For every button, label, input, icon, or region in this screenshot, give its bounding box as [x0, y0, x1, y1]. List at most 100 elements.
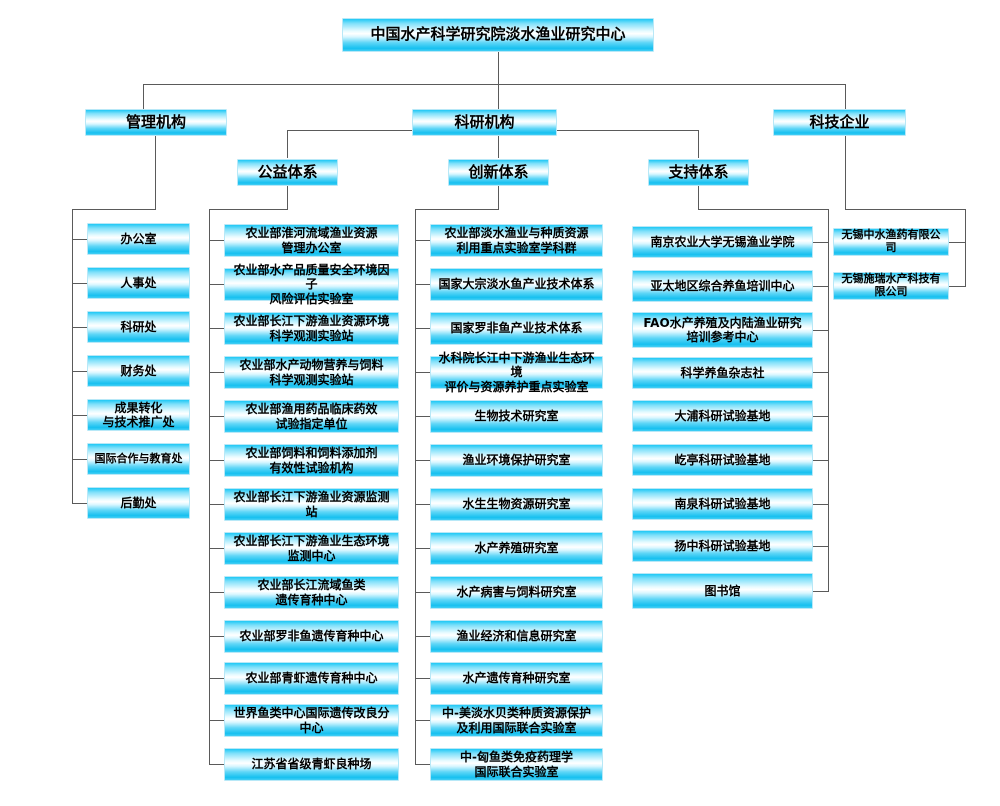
leaf-public-welfare-6[interactable]: 农业部长江下游渔业资源监测站: [224, 488, 399, 521]
leaf-public-welfare-7[interactable]: 农业部长江下游渔业生态环境 监测中心: [224, 532, 399, 565]
leaf-support-1[interactable]: 亚太地区综合养鱼培训中心: [632, 270, 813, 302]
stub-innovation-2: [415, 328, 430, 329]
stub-support-1: [813, 286, 829, 287]
leaf-label: 科研处: [120, 319, 157, 334]
leaf-label: 水产遗传育种研究室: [462, 671, 571, 686]
leaf-label: 人事处: [120, 275, 157, 290]
node-root[interactable]: 中国水产科学研究院淡水渔业研究中心: [342, 18, 654, 52]
leaf-innovation-12[interactable]: 中-匈鱼类免疫药理学 国际联合实验室: [430, 748, 603, 781]
leaf-innovation-0[interactable]: 农业部淡水渔业与种质资源 利用重点实验室学科群: [430, 224, 603, 257]
leaf-support-7[interactable]: 扬中科研试验基地: [632, 530, 813, 562]
leaf-support-5[interactable]: 屹亭科研试验基地: [632, 444, 813, 476]
leaf-label: 农业部饲料和饲料添加剂 有效性试验机构: [245, 446, 378, 475]
leaf-support-2[interactable]: FAO水产养殖及内陆渔业研究 培训参考中心: [632, 312, 813, 348]
leaf-label: 屹亭科研试验基地: [674, 452, 771, 467]
leaf-innovation-7[interactable]: 水产养殖研究室: [430, 532, 603, 565]
leaf-innovation-3[interactable]: 水科院长江中下游渔业生态环境 评价与资源养护重点实验室: [430, 351, 603, 394]
node-research[interactable]: 科研机构: [412, 109, 557, 136]
stub-management-2: [72, 327, 87, 328]
leaf-label: 农业部长江下游渔业生态环境 监测中心: [233, 534, 390, 563]
leaf-public-welfare-3[interactable]: 农业部水产动物营养与饲料 科学观测实验站: [224, 356, 399, 389]
leaf-label: 科学养鱼杂志社: [680, 365, 765, 380]
leaf-innovation-4[interactable]: 生物技术研究室: [430, 400, 603, 433]
leaf-label: 中-美淡水贝类种质资源保护 及利用国际联合实验室: [442, 706, 591, 735]
leaf-management-5[interactable]: 国际合作与教育处: [87, 443, 190, 475]
leaf-innovation-1[interactable]: 国家大宗淡水鱼产业技术体系: [430, 268, 603, 301]
leaf-management-2[interactable]: 科研处: [87, 311, 190, 343]
leaf-support-4[interactable]: 大浦科研试验基地: [632, 400, 813, 432]
leaf-support-3[interactable]: 科学养鱼杂志社: [632, 357, 813, 389]
leaf-innovation-6[interactable]: 水生生物资源研究室: [430, 488, 603, 521]
leaf-innovation-11[interactable]: 中-美淡水贝类种质资源保护 及利用国际联合实验室: [430, 704, 603, 737]
connector-innovation-elbow: [415, 209, 499, 210]
stub-innovation-3: [415, 372, 430, 373]
leaf-label: 中-匈鱼类免疫药理学 国际联合实验室: [460, 750, 573, 779]
node-innovation-label: 创新体系: [468, 162, 529, 181]
leaf-enterprise-0[interactable]: 无锡中水渔药有限公司: [833, 228, 949, 256]
leaf-innovation-2[interactable]: 国家罗非鱼产业技术体系: [430, 312, 603, 345]
spine-innovation: [415, 209, 416, 764]
stub-innovation-6: [415, 504, 430, 505]
spine-public-welfare: [209, 209, 210, 764]
node-public-welfare[interactable]: 公益体系: [237, 159, 338, 186]
leaf-label: 水产病害与饲料研究室: [456, 585, 577, 600]
leaf-label: 后勤处: [120, 495, 157, 510]
leaf-label: 国家罗非鱼产业技术体系: [450, 321, 583, 336]
leaf-support-6[interactable]: 南泉科研试验基地: [632, 488, 813, 520]
leaf-management-1[interactable]: 人事处: [87, 267, 190, 299]
stub-public-welfare-9: [209, 636, 224, 637]
leaf-management-3[interactable]: 财务处: [87, 355, 190, 387]
leaf-support-0[interactable]: 南京农业大学无锡渔业学院: [632, 226, 813, 258]
stub-innovation-4: [415, 416, 430, 417]
connector-drop-support: [698, 130, 699, 158]
leaf-innovation-5[interactable]: 渔业环境保护研究室: [430, 444, 603, 477]
connector-root-stem: [498, 52, 499, 84]
leaf-support-8[interactable]: 图书馆: [632, 573, 813, 609]
leaf-management-0[interactable]: 办公室: [87, 223, 190, 255]
node-support[interactable]: 支持体系: [648, 159, 749, 186]
leaf-innovation-8[interactable]: 水产病害与饲料研究室: [430, 576, 603, 609]
connector-level1-bus: [143, 84, 845, 85]
leaf-public-welfare-5[interactable]: 农业部饲料和饲料添加剂 有效性试验机构: [224, 444, 399, 477]
leaf-public-welfare-12[interactable]: 江苏省省级青虾良种场: [224, 748, 399, 781]
node-management[interactable]: 管理机构: [85, 109, 227, 136]
stub-management-0: [72, 239, 87, 240]
connector-drop-enterprise: [845, 84, 846, 109]
spine-management: [72, 209, 73, 504]
stub-support-0: [813, 242, 829, 243]
connector-enterprise-elbow: [845, 209, 965, 210]
leaf-public-welfare-2[interactable]: 农业部长江下游渔业资源环境 科学观测实验站: [224, 312, 399, 345]
node-enterprise[interactable]: 科技企业: [773, 109, 906, 136]
node-root-label: 中国水产科学研究院淡水渔业研究中心: [370, 25, 626, 44]
leaf-public-welfare-0[interactable]: 农业部淮河流域渔业资源 管理办公室: [224, 224, 399, 257]
leaf-label: 办公室: [120, 231, 157, 246]
leaf-label: 大浦科研试验基地: [674, 408, 771, 423]
leaf-public-welfare-8[interactable]: 农业部长江流域鱼类 遗传育种中心: [224, 576, 399, 609]
leaf-public-welfare-9[interactable]: 农业部罗非鱼遗传育种中心: [224, 620, 399, 653]
leaf-label: 国际合作与教育处: [94, 451, 183, 465]
leaf-label: 渔业环境保护研究室: [462, 453, 571, 468]
leaf-public-welfare-11[interactable]: 世界鱼类中心国际遗传改良分中心: [224, 704, 399, 737]
leaf-label: 农业部淮河流域渔业资源 管理办公室: [245, 226, 378, 255]
stub-support-7: [813, 546, 829, 547]
leaf-innovation-9[interactable]: 渔业经济和信息研究室: [430, 620, 603, 653]
leaf-public-welfare-1[interactable]: 农业部水产品质量安全环境因子 风险评估实验室: [224, 263, 399, 306]
connector-drop-research: [498, 84, 499, 109]
leaf-public-welfare-10[interactable]: 农业部青虾遗传育种中心: [224, 662, 399, 695]
leaf-public-welfare-4[interactable]: 农业部渔用药品临床药效 试验指定单位: [224, 400, 399, 433]
stub-support-8: [813, 591, 829, 592]
leaf-label: 财务处: [120, 363, 157, 378]
leaf-enterprise-1[interactable]: 无锡施瑞水产科技有限公司: [833, 272, 949, 300]
stub-innovation-12: [415, 764, 430, 765]
leaf-management-4[interactable]: 成果转化 与技术推广处: [87, 399, 190, 431]
leaf-label: 扬中科研试验基地: [674, 538, 771, 553]
leaf-label: 农业部淡水渔业与种质资源 利用重点实验室学科群: [444, 226, 589, 255]
leaf-label: 农业部水产动物营养与饲料 科学观测实验站: [239, 358, 384, 387]
leaf-management-6[interactable]: 后勤处: [87, 487, 190, 519]
stub-management-6: [72, 503, 87, 504]
stub-public-welfare-11: [209, 720, 224, 721]
stub-public-welfare-1: [209, 284, 224, 285]
node-innovation[interactable]: 创新体系: [448, 159, 549, 186]
leaf-innovation-10[interactable]: 水产遗传育种研究室: [430, 662, 603, 695]
